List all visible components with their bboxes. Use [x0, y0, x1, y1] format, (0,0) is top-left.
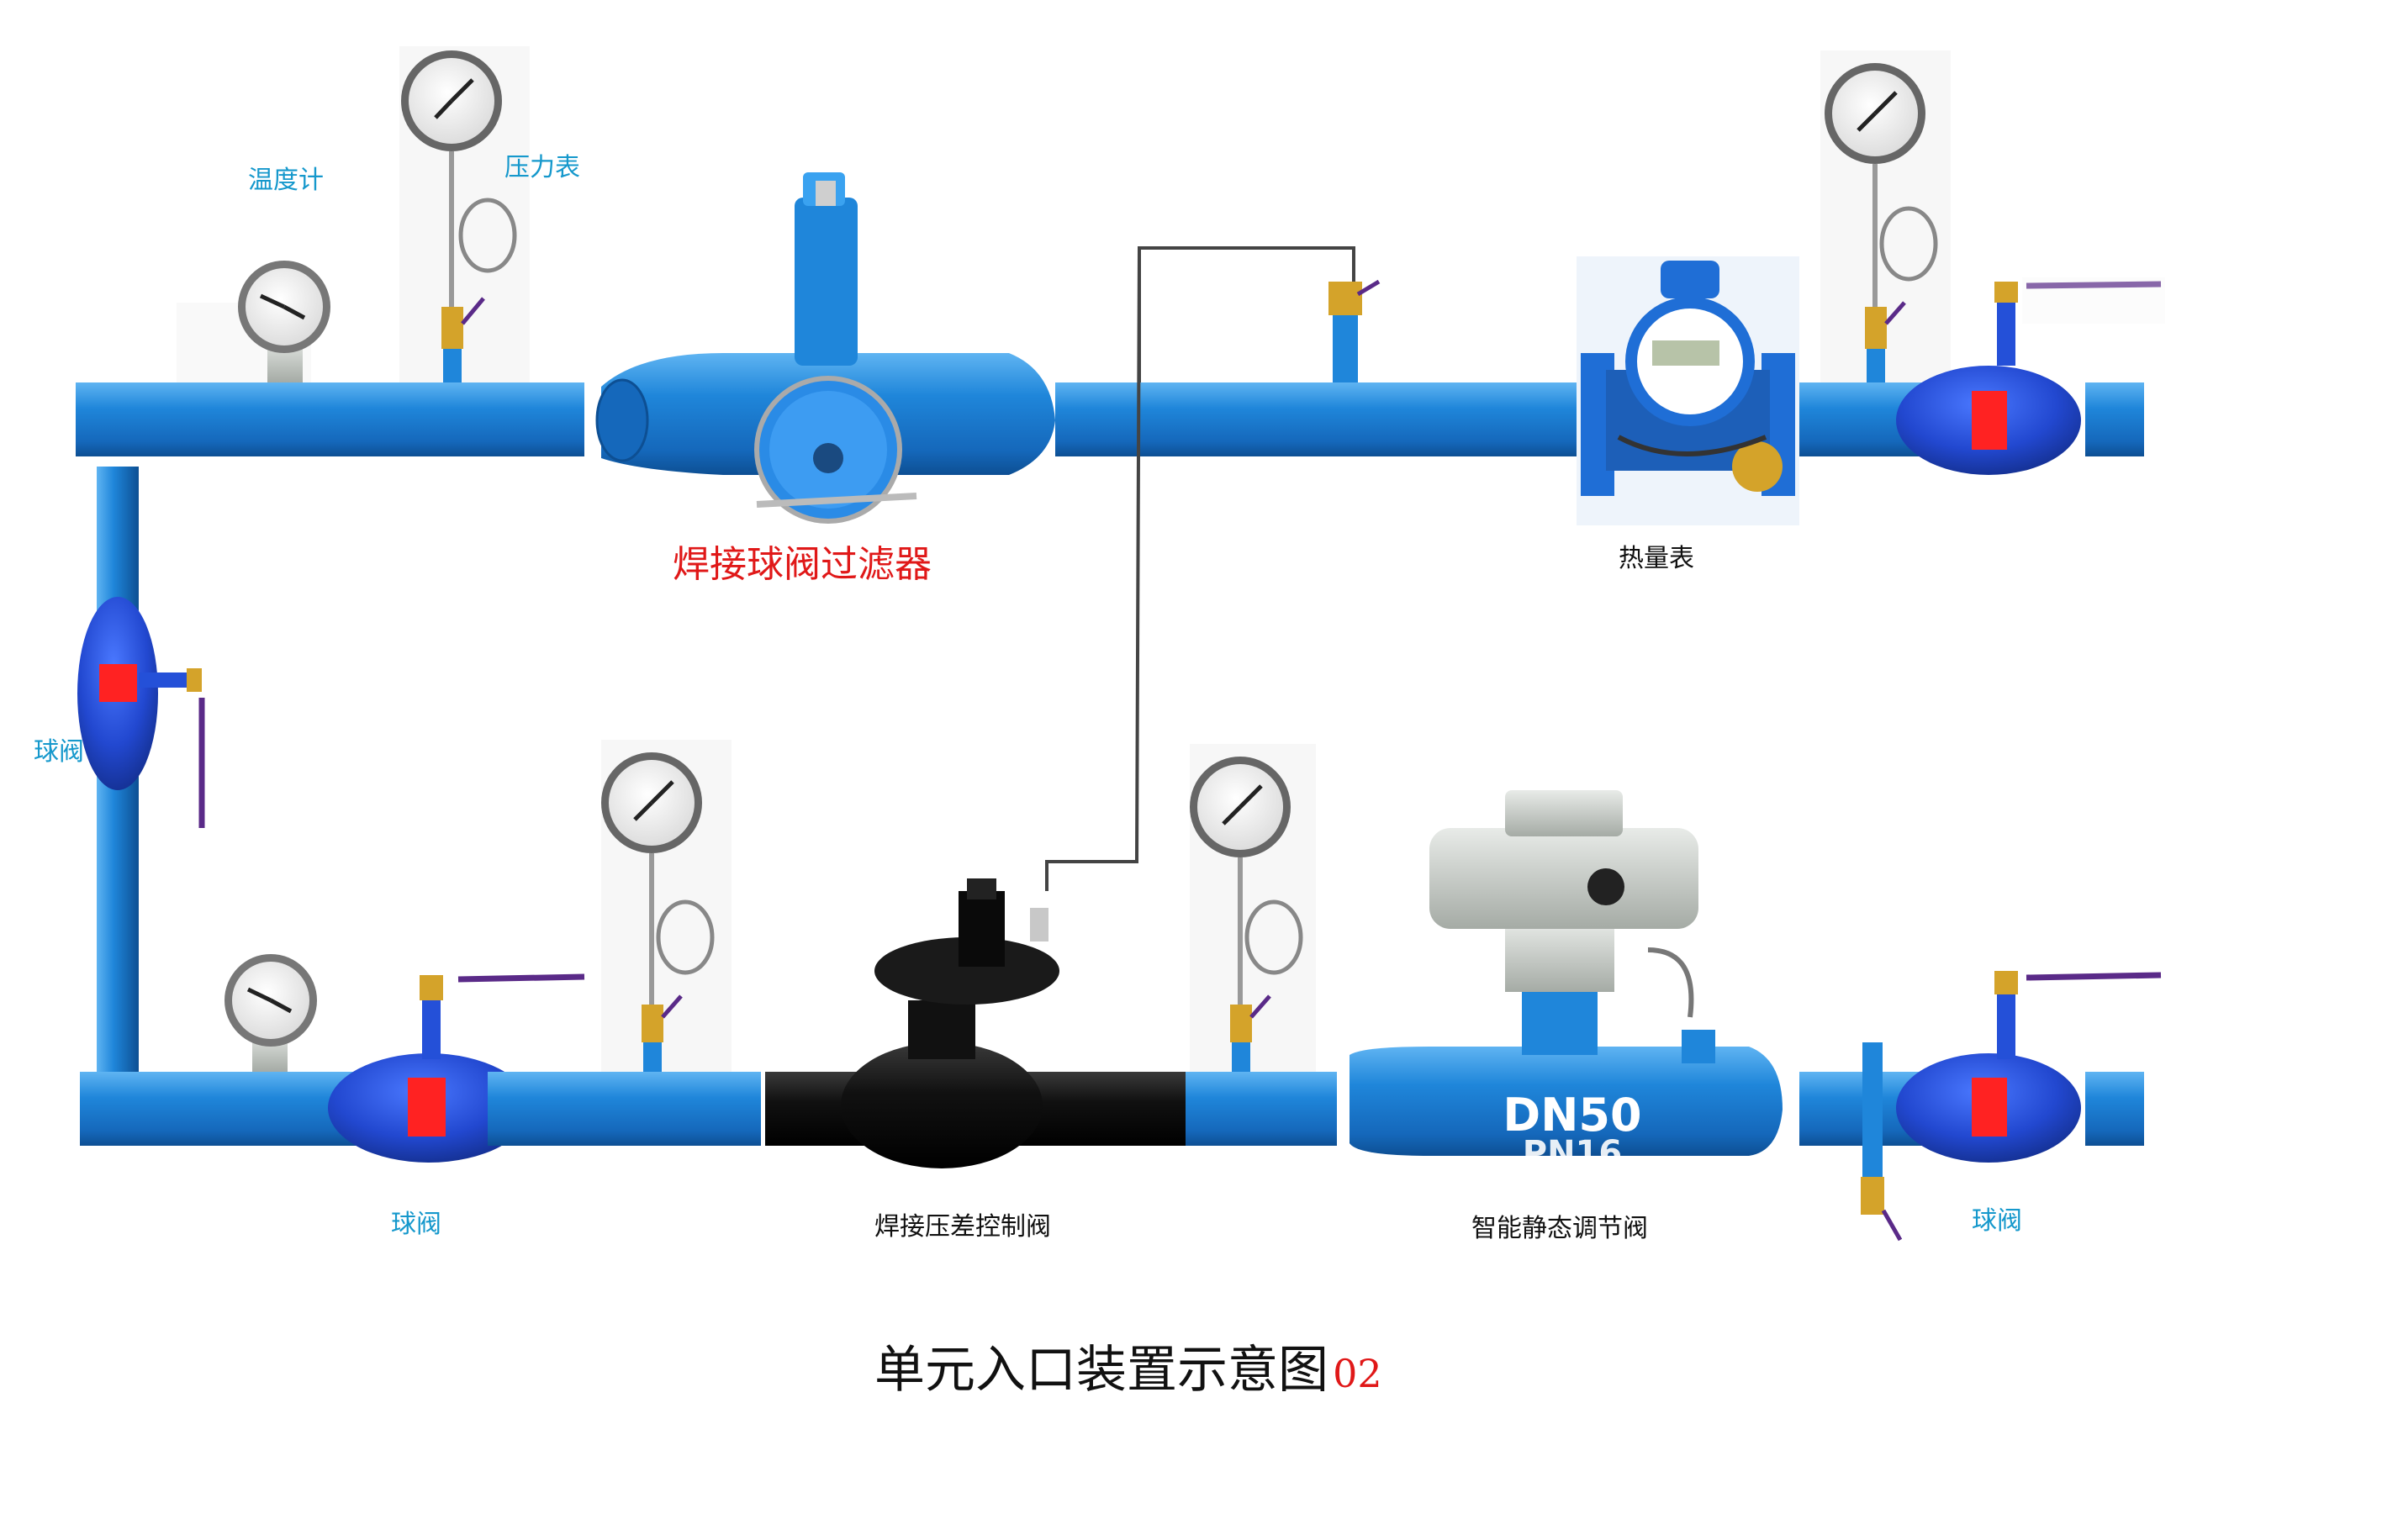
- weld-ball-valve-filter-icon: [595, 172, 1055, 524]
- label-ball-valve-left: 球阀: [34, 737, 84, 767]
- heat-meter-icon: [1577, 256, 1799, 525]
- pressure-gauge-icon: [1190, 744, 1316, 1072]
- label-smart-static-valve: 智能静态调节阀: [1471, 1214, 1648, 1243]
- drain-fitting-icon: [1861, 1042, 1903, 1242]
- label-ball-valve-bottom-left: 球阀: [391, 1210, 441, 1239]
- top-pipe: [76, 382, 2144, 456]
- valve-size-marking: DN50: [1503, 1089, 1641, 1142]
- weld-diff-pressure-valve-icon: [765, 878, 1186, 1168]
- pressure-gauge-icon: [399, 46, 530, 382]
- thermometer-icon: [177, 261, 330, 382]
- impulse-line: [1045, 246, 1381, 891]
- diagram-title-block: 单元入口装置示意图 02: [874, 1345, 1382, 1395]
- label-weld-ball-valve-filter: 焊接球阀过滤器: [673, 543, 932, 586]
- label-ball-valve-bottom-right: 球阀: [1972, 1206, 2022, 1236]
- ball-valve-icon: [1896, 277, 2165, 475]
- pressure-gauge-icon: [1820, 50, 1951, 382]
- label-thermometer: 温度计: [248, 166, 324, 195]
- pressure-gauge-icon: [601, 740, 732, 1072]
- label-pressure-gauge: 压力表: [504, 153, 580, 182]
- left-riser-pipe: [77, 467, 205, 1072]
- diagram-title: 单元入口装置示意图: [874, 1341, 1328, 1400]
- label-weld-diff-pressure-valve: 焊接压差控制阀: [874, 1212, 1051, 1242]
- ball-valve-icon: [328, 973, 585, 1163]
- smart-static-valve-icon: [1350, 790, 1783, 1156]
- thermometer-icon: [224, 954, 317, 1072]
- diagram-number: 02: [1333, 1351, 1382, 1396]
- label-heat-meter: 热量表: [1619, 544, 1694, 573]
- ball-valve-icon: [1896, 971, 2162, 1163]
- bottom-pipe: [80, 1072, 2144, 1146]
- valve-pressure-marking: PN16: [1523, 1134, 1622, 1173]
- valve-marking: DN50 PN16: [1503, 1089, 1641, 1173]
